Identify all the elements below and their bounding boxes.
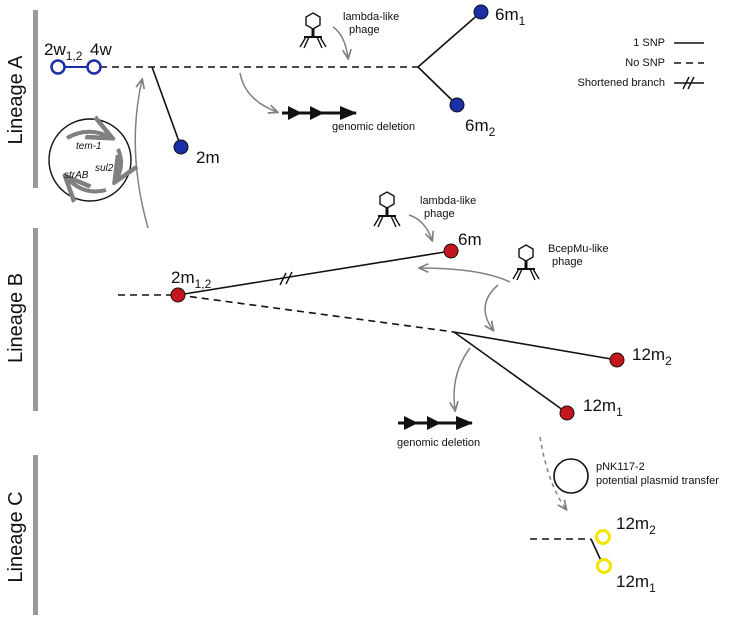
lineage-a-label-4w: 4w — [90, 40, 112, 59]
lineage-b-label-12m1: 12m1 — [583, 396, 623, 419]
lineage-b-bar — [33, 228, 38, 411]
legend: 1 SNP No SNP Shortened branch — [578, 37, 704, 90]
lineage-b-deletion-icon — [398, 416, 473, 430]
lineage-b-node-6m — [443, 243, 459, 259]
lineage-a-node-6m1 — [473, 4, 489, 20]
lineage-a-label-2m: 2m — [196, 148, 220, 167]
lineage-b-branch-12m2 — [453, 331, 618, 361]
lineage-b-break-mark — [279, 271, 293, 286]
lineage-c-node-12m1 — [596, 558, 612, 574]
lineage-b-branch-to-node — [177, 294, 455, 333]
lineage-a-node-2m — [173, 139, 189, 155]
lineage-a-deletion-icon — [282, 106, 357, 120]
lineage-b-tree: 2m1,2 6m 12m2 12m1 — [118, 230, 672, 421]
plasmid-gene-sul2: sul2 — [95, 163, 114, 174]
lineage-c-label-12m1: 12m1 — [616, 572, 656, 595]
lineage-a-label-6m2: 6m2 — [465, 116, 496, 139]
lineage-c-bar — [33, 455, 38, 615]
plasmid-gene-tem1: tem-1 — [76, 141, 102, 152]
lineage-a-tree: 2w1,2 4w 2m 6m1 6m2 — [44, 4, 526, 167]
lineage-c-node-12m2 — [595, 529, 611, 545]
lineage-b-label-2m: 2m1,2 — [171, 268, 212, 291]
lineage-a-bar — [33, 10, 38, 188]
lineage-a-branch-6m1 — [417, 11, 482, 68]
lineage-c-label-12m2: 12m2 — [616, 514, 656, 537]
lineage-b-lambda-phage-icon — [372, 190, 402, 229]
lineage-a-node-4w — [86, 59, 102, 75]
lineage-b-label: Lineage B — [5, 273, 27, 363]
lineage-a-label-6m1: 6m1 — [495, 5, 526, 28]
lineage-b-bcepmu-arrow-down — [485, 284, 499, 330]
lineage-c-label: Lineage C — [5, 491, 27, 582]
lineage-a-deletion-label: genomic deletion — [332, 121, 415, 133]
lineage-b-branch-6m — [177, 250, 452, 296]
lineage-c-tree: 12m2 12m1 — [530, 514, 656, 595]
lineage-a-label: Lineage A — [5, 55, 27, 145]
lineage-b-node-12m1 — [559, 405, 575, 421]
lineage-a-phage-icon — [298, 11, 328, 50]
lineage-b-deletion-arrow — [454, 347, 471, 410]
lineage-a-plasmid: tem-1 sul2 strAB — [48, 119, 131, 201]
plasmid-gene-strab: strAB — [64, 170, 89, 181]
lineage-b-bcepmu-arrow-left — [420, 268, 511, 283]
lineage-a-node-2w — [50, 59, 66, 75]
legend-nosnp-label: No SNP — [625, 57, 665, 69]
legend-snp-label: 1 SNP — [633, 37, 665, 49]
lineage-b-label-12m2: 12m2 — [632, 345, 672, 368]
lineage-b-lambda-arrow — [408, 214, 432, 240]
plasmid-transfer-dashed-arrow — [539, 436, 566, 509]
lineage-a-deletion-arrow — [239, 72, 277, 112]
lineage-b-label-6m: 6m — [458, 230, 482, 249]
lineage-a-node-6m2 — [449, 97, 465, 113]
lineage-a-branch-2m — [151, 66, 182, 148]
lineage-a-label-2w: 2w1,2 — [44, 40, 83, 63]
lineage-b-branch-12m1 — [453, 331, 568, 414]
lineage-b-deletion-label: genomic deletion — [397, 437, 480, 449]
lineage-a-phage-arrow — [332, 26, 348, 58]
legend-break-mark — [682, 76, 695, 90]
lineage-b-node-12m2 — [609, 352, 625, 368]
lineage-b-node-2m — [170, 287, 186, 303]
plasmid-transfer-arrow — [134, 80, 149, 229]
lineage-c-plasmid — [553, 458, 589, 494]
lineage-b-bcepmu-phage-icon — [511, 243, 541, 282]
lineage-a-branch-6m2 — [417, 66, 458, 106]
legend-shortened-label: Shortened branch — [578, 77, 665, 89]
